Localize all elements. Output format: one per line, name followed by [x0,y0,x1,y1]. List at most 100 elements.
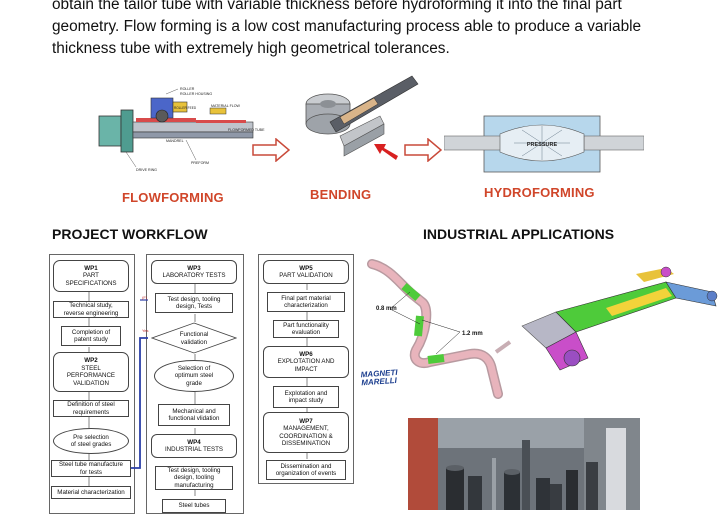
industrial-applications-title: INDUSTRIAL APPLICATIONS [423,226,615,242]
thickness-label-2: 1.2 mm [462,331,483,337]
wp2-text-3: VALIDATION [73,379,109,387]
test-design-text-1: Test design, tooling [167,295,221,303]
mechanical-validation-text-1: Mechanical and [172,407,216,415]
wp6-box: WP6 EXPLOTATION AND IMPACT [263,346,349,378]
dissemination-text-1: Dissemination and [280,462,332,470]
functional-validation-text-2: validation [181,339,208,346]
test-tooling-text-3: manufacturing [174,481,214,489]
steel-tubes-box: Steel tubes [162,499,226,513]
wp7-box: WP7 MANAGEMENT, COORDINATION & DISSEMINA… [263,412,349,453]
part-functionality-box: Part functionality evaluation [273,320,339,338]
steel-tubes-text: Steel tubes [178,502,210,510]
part-functionality-text-2: evaluation [291,329,321,336]
technical-study-text-1: Technical study, [69,302,113,309]
steel-requirements-text-2: requirements [72,408,110,416]
tube-part-illustration: 0.8 mm 1.2 mm [367,259,512,399]
wp2-title: WP2 [84,357,98,364]
test-tooling-text-1: Test design, tooling [167,466,221,474]
exploitation-text-2: impact study [288,397,324,404]
wp5-title: WP5 [299,264,313,272]
test-design-text-2: design, Tests [176,303,212,310]
wp7-text-2: COORDINATION & [279,432,333,440]
mechanical-validation-box: Mechanical and functional vlidation [158,404,230,426]
ff-label-mandrel: MANDREL [166,139,184,143]
wp3-box: WP3 LABORATORY TESTS [151,260,237,284]
functional-validation-diamond: Functional validation [151,322,237,354]
exploitation-study-box: Explotation and impact study [273,386,339,408]
steel-grade-selection-text-1: Selection of [177,364,211,372]
wp1-text-1: PART [83,272,99,280]
functional-validation-text-1: Functional [180,331,209,338]
wp1-text-2: SPECIFICATIONS [65,279,117,287]
ff-label-roller-feed: ROLLER FEED [174,106,197,110]
svg-text:(F): (F) [142,295,148,300]
patent-study-text-1: Completion of [71,328,111,336]
wp7-text-1: MANAGEMENT, [283,425,329,432]
bending-illustration [305,75,419,160]
process-arrow-2 [404,138,442,162]
patent-study-box: Completion of patent study [61,326,121,346]
wp5-box: WP5 PART VALIDATION [263,260,349,284]
steel-grade-selection-oval: Selection of optimum steel grade [154,360,234,392]
wp3-title: WP3 [187,264,201,272]
pressure-label: PRESSURE [527,142,558,148]
final-part-text-1: Final part material [281,294,331,302]
wp1-box: WP1 PART SPECIFICATIONS [53,260,129,292]
dissemination-text-2: organization of events [275,470,337,477]
wp7-text-3: DISSEMINATION [281,440,331,447]
flowforming-label: FLOWFORMING [122,190,224,205]
pre-selection-text-2: of steel grades [70,441,112,448]
svg-text:Yes: Yes [142,328,149,333]
wp2-text-2: PERFORMANCE [66,372,116,379]
wp7-title: WP7 [299,417,313,425]
test-tooling-text-2: design, tooling [174,474,214,482]
steel-requirements-text-1: Definition of steel [67,401,115,408]
project-workflow-title: PROJECT WORKFLOW [52,226,208,242]
technical-study-text-2: reverse engineering [63,309,119,317]
steel-grade-selection-text-2: optimum steel [174,372,214,380]
wp1-title: WP1 [84,264,98,272]
part-functionality-text-1: Part functionality [283,321,329,329]
flowforming-illustration: ROLLER ROLLER HOUSING ROLLER FEED MATERI… [98,87,265,172]
patent-study-text-2: patent study [74,336,108,343]
wp4-box: WP4 INDUSTRIAL TESTS [151,434,237,458]
steel-tubes-photo [408,418,640,510]
ff-label-roller: ROLLER [180,87,195,91]
hydroforming-illustration: PRESSURE [444,115,644,173]
dissemination-box: Dissemination and organization of events [266,460,346,480]
ff-label-drive-ring: DRIVE RING [136,168,157,172]
wp3-text: LABORATORY TESTS [162,272,226,279]
workflow-connectors: (F) Yes [88,282,308,496]
thickness-label-1: 0.8 mm [376,306,397,312]
wp5-text: PART VALIDATION [279,272,333,279]
steel-tube-manufacture-text-2: for tests [79,468,102,476]
final-part-characterization-box: Final part material characterization [267,292,345,312]
suspension-part-illustration [521,266,718,371]
intro-line-2: geometry. Flow forming is a low cost man… [52,18,642,35]
steel-requirements-box: Definition of steel requirements [53,400,129,417]
wp2-box: WP2 STEEL PERFORMANCE VALIDATION [53,352,129,392]
intro-line-3: thickness tube with extremely high geome… [52,40,450,57]
wp2-text-1: STEEL [81,364,101,372]
hydroforming-label: HYDROFORMING [484,185,595,200]
ff-label-roller-housing: ROLLER HOUSING [180,92,212,96]
pre-selection-text-1: Pre selection [73,433,109,441]
steel-grade-selection-text-3: grade [186,379,202,387]
technical-study-box: Technical study, reverse engineering [53,301,129,318]
final-part-text-2: characterization [284,302,328,309]
mechanical-validation-text-2: functional vlidation [168,415,220,422]
wp4-title: WP4 [187,438,201,446]
material-characterization-box: Material characterization [51,486,131,499]
intro-paragraph: obtain the tailor tube with variable thi… [52,0,664,60]
material-characterization-text: Material characterization [57,488,125,496]
bending-label: BENDING [310,187,372,202]
exploitation-text-1: Explotation and [284,389,328,397]
wp6-text-1: EXPLOTATION AND [277,358,335,366]
magneti-marelli-logo: MAGNETI MARELLI [360,368,401,388]
process-arrow-1 [252,138,290,162]
workflow-column-3 [258,254,354,484]
intro-line-1: obtain the tailor tube with variable thi… [52,0,622,13]
test-tooling-box: Test design, tooling design, tooling man… [155,466,233,490]
wp6-text-2: IMPACT [294,365,318,373]
wp4-text: INDUSTRIAL TESTS [164,446,224,453]
